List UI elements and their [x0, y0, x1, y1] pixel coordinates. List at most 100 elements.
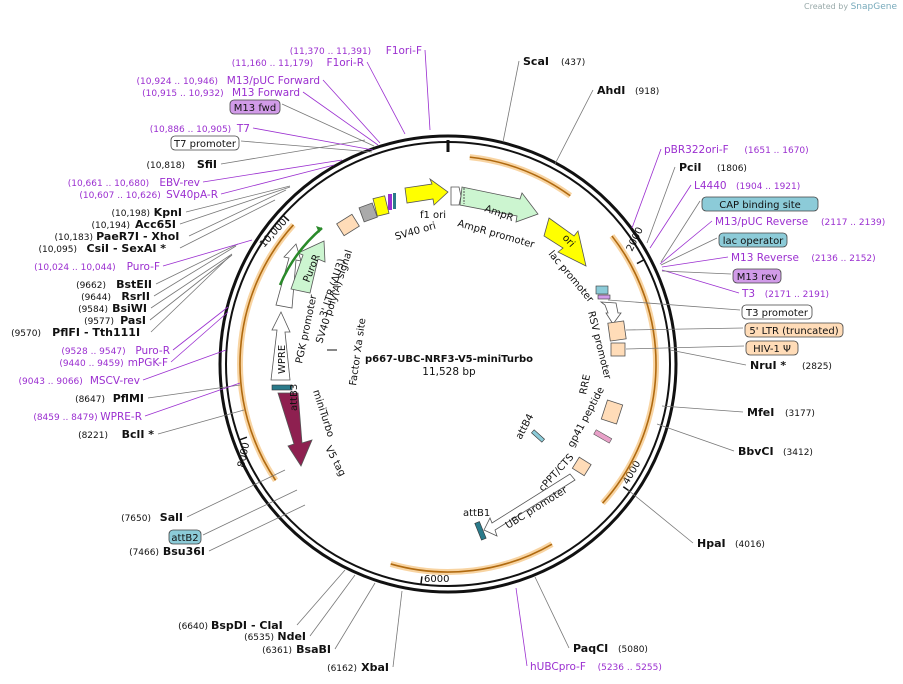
feature-3ltr[interactable] — [336, 213, 360, 237]
box-m13-fwd[interactable]: M13 fwd — [229, 99, 281, 115]
leader-line — [660, 237, 718, 266]
feature-f1-ori[interactable] — [404, 177, 449, 206]
box-cap-binding-site-box — [701, 196, 819, 212]
watermark: Created by SnapGene — [804, 2, 897, 12]
orf-arc-halo — [389, 541, 554, 575]
primer-mscv-rev-pos: (9043 .. 9066) — [19, 377, 83, 387]
primer-pbr322ori-f-pos: (1651 .. 1670) — [744, 146, 808, 156]
feature-attb3[interactable] — [271, 384, 293, 391]
leader-line — [334, 582, 376, 650]
primer-t7: T7 — [236, 123, 250, 135]
primer-m13-puc-reverse-pos: (2117 .. 2139) — [821, 218, 885, 228]
site-pflfi-pos: (9570) — [11, 329, 41, 339]
leader-line — [656, 423, 735, 452]
site-pasi: PasI — [120, 314, 146, 327]
site-xbai-pos: (6162) — [327, 664, 357, 674]
leader-line — [144, 382, 241, 417]
primer-f1ori-r: F1ori-R — [327, 57, 364, 69]
box-m13-rev-box — [732, 268, 782, 284]
leader-line — [607, 299, 741, 311]
leader-line — [186, 469, 286, 518]
leader-line — [157, 409, 245, 435]
leader-line — [302, 91, 379, 146]
site-kpni-pos: (10,198) — [111, 209, 150, 219]
feature-sv40pa[interactable] — [358, 202, 378, 223]
primer-sv40pa-r-pos: (10,607 .. 10,626) — [79, 191, 160, 201]
feature-sv40-ori[interactable] — [372, 193, 396, 217]
leader-line — [661, 256, 729, 268]
site-bsiwi: BsiWI — [112, 302, 147, 315]
box-lac-operator-label: lac operator — [723, 236, 784, 247]
leader-line — [554, 89, 594, 165]
feature-wpre[interactable] — [270, 311, 291, 381]
leader-line — [366, 61, 406, 135]
leader-line — [515, 587, 528, 667]
feature-rre[interactable] — [600, 399, 624, 425]
box-m13-rev[interactable]: M13 rev — [732, 268, 782, 284]
site-nrui-pos: (2825) — [802, 362, 832, 372]
primer-m13-forward-pos: (10,915 .. 10,932) — [142, 89, 223, 99]
box-5-ltr-truncated-box — [744, 322, 844, 338]
site-bbvci-pos: (3412) — [783, 448, 813, 458]
primer-sv40pa-r: SV40pA-R — [166, 189, 218, 201]
feature-ampr-promoter[interactable] — [450, 186, 462, 206]
box-lac-operator-box — [718, 232, 788, 248]
primer-l4440-pos: (1904 .. 1921) — [736, 182, 800, 192]
feature-ampr[interactable] — [459, 186, 539, 223]
box-attb2-box — [168, 529, 202, 545]
box-m13-rev-label: M13 rev — [737, 272, 778, 283]
primer-f1ori-f-pos: (11,370 .. 11,391) — [290, 47, 371, 57]
feature-miniturbo[interactable] — [277, 392, 313, 467]
site-sfii: SfiI — [197, 158, 217, 171]
site-bsiwi-pos: (9584) — [78, 305, 108, 315]
feature-puror[interactable] — [290, 240, 326, 294]
box-t3-promoter-box — [741, 304, 813, 320]
feature-attb1[interactable] — [474, 521, 487, 541]
leader-line — [188, 189, 287, 237]
box-5-ltr-truncated[interactable]: 5' LTR (truncated) — [744, 322, 844, 338]
feature-gp41[interactable] — [593, 429, 613, 444]
feature-ubc-promoter[interactable] — [483, 473, 576, 537]
primer-m13-reverse-pos: (2136 .. 2152) — [811, 254, 875, 264]
site-rsrii-pos: (9644) — [81, 293, 111, 303]
site-pasi-pos: (9577) — [84, 317, 114, 327]
box-hiv-1[interactable]: HIV-1 Ψ — [745, 340, 799, 356]
primer-pbr322ori-f: pBR322ori-F — [664, 144, 729, 156]
box-lac-operator[interactable]: lac operator — [718, 232, 788, 248]
primer-t7-pos: (10,886 .. 10,905) — [150, 125, 231, 135]
box-cap-binding-site-label: CAP binding site — [719, 200, 801, 211]
feature-labels: ScaI(437)AhdI(918)PciI(1806)NruI *(2825)… — [11, 45, 885, 674]
box-cap-binding-site[interactable]: CAP binding site — [701, 196, 819, 212]
site-scai-pos: (437) — [561, 58, 585, 68]
box-t3-promoter[interactable]: T3 promoter — [741, 304, 813, 320]
primer-l4440: L4440 — [694, 180, 727, 192]
pgk-label: PGK promoter — [294, 293, 319, 365]
site-paer7i-pos: (10,183) — [54, 233, 93, 243]
primer-f1ori-r-pos: (11,160 .. 11,179) — [232, 59, 313, 69]
site-pcii: PciI — [679, 161, 701, 174]
primer-mpgk-f-pos: (9440 .. 9459) — [59, 359, 123, 369]
feature-ori[interactable] — [543, 217, 587, 267]
site-sfii-pos: (10,818) — [146, 161, 185, 171]
leader-line — [627, 489, 694, 544]
feature-5ltr[interactable] — [607, 320, 627, 342]
feature-attb4[interactable] — [531, 429, 545, 443]
feature-lac-region[interactable] — [595, 285, 622, 325]
site-bsu36i-pos: (7466) — [129, 548, 159, 558]
site-ahdi: AhdI — [597, 84, 625, 97]
feature-hiv-psi[interactable] — [610, 342, 626, 357]
primer-puro-f: Puro-F — [127, 261, 160, 273]
leader-line — [185, 185, 291, 213]
rre-label: RRE — [578, 374, 593, 396]
leader-line — [179, 199, 276, 249]
site-nrui: NruI * — [750, 359, 786, 372]
site-paer7i-extra: - XhoI — [143, 230, 179, 243]
orf-arc — [239, 224, 295, 481]
box-attb2[interactable]: attB2 — [168, 529, 202, 545]
site-sali-pos: (7650) — [121, 514, 151, 524]
primer-wpre-r-pos: (8459 .. 8479) — [33, 413, 97, 423]
feature-cppt[interactable] — [571, 456, 592, 477]
site-paqci-pos: (5080) — [618, 645, 648, 655]
rsv-promoter-label: RSV promoter — [585, 310, 613, 381]
box-t7-promoter[interactable]: T7 promoter — [170, 135, 240, 151]
